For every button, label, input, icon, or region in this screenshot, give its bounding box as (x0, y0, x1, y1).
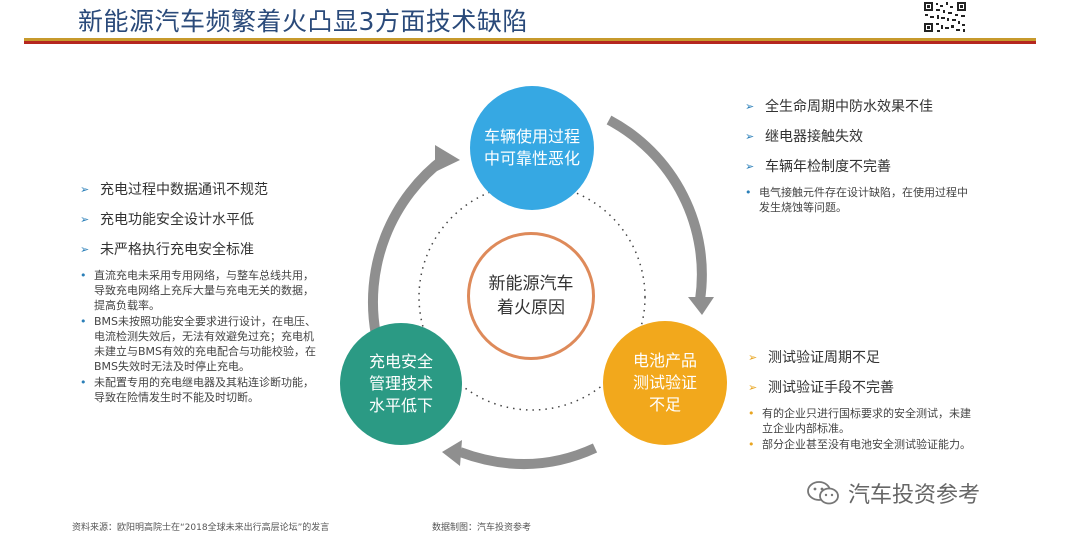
vehicle-node: 车辆使用过程 中可靠性恶化 (470, 86, 594, 210)
list-item-text: 车辆年检制度不完善 (765, 159, 891, 175)
note-text: 电气接触元件存在设计缺陷，在使用过程中发生烧蚀等问题。 (759, 186, 968, 214)
center-node: 新能源汽车 着火原因 (467, 232, 595, 360)
bullet-arrow-icon: ➢ (745, 130, 755, 143)
charging-issues-list: ➢充电过程中数据通讯不规范 ➢充电功能安全设计水平低 ➢未严格执行充电安全标准 … (80, 178, 320, 406)
list-item-text: 充电功能安全设计水平低 (100, 212, 254, 228)
wechat-icon (807, 481, 839, 505)
bullet-dot-icon: • (80, 269, 87, 282)
arrow-charging-to-vehicle (367, 154, 449, 336)
charging-node: 充电安全 管理技术 水平低下 (340, 323, 462, 445)
list-item: ➢ 车辆年检制度不完善 (745, 155, 975, 179)
battery-node-line: 电池产品 (632, 351, 697, 370)
qr-code-icon (922, 0, 968, 34)
charging-node-line: 充电安全 (368, 352, 433, 371)
battery-node: 电池产品 测试验证 不足 (603, 321, 727, 445)
source-note: 资料来源：欧阳明高院士在“2018全球未来出行高层论坛”的发言 (72, 523, 330, 533)
arrow-vehicle-to-battery (606, 115, 707, 301)
vehicle-node-line: 中可靠性恶化 (483, 149, 580, 168)
list-item-text: 测试验证周期不足 (768, 350, 880, 366)
bullet-arrow-icon: ➢ (80, 183, 90, 196)
arrowhead-vehicle (435, 145, 460, 172)
note-item: • 有的企业只进行国标要求的安全测试，未建立企业内部标准。 (748, 406, 978, 436)
battery-node-line: 测试验证 (632, 373, 697, 392)
list-item: ➢ 测试验证手段不完善 (748, 376, 978, 400)
bullet-arrow-icon: ➢ (748, 381, 758, 394)
battery-node-line: 不足 (648, 395, 681, 414)
bullet-arrow-icon: ➢ (80, 243, 90, 256)
bullet-dot-icon: • (80, 376, 87, 389)
note-text: 部分企业甚至没有电池安全测试验证能力。 (762, 438, 971, 451)
note-item: • 未配置专用的充电继电器及其粘连诊断功能，导致在险情发生时不能及时切断。 (80, 375, 320, 405)
watermark-text: 汽车投资参考 (848, 483, 981, 508)
vehicle-node-line: 车辆使用过程 (483, 127, 580, 146)
list-item: ➢ 充电功能安全设计水平低 (80, 208, 320, 232)
bullet-dot-icon: • (748, 407, 755, 420)
center-node-line: 着火原因 (497, 298, 565, 318)
list-item: ➢ 充电过程中数据通讯不规范 (80, 178, 320, 202)
charging-node-line: 水平低下 (368, 396, 433, 415)
dotted-ring (418, 183, 646, 411)
list-item: ➢ 未严格执行充电安全标准 (80, 238, 320, 262)
bullet-arrow-icon: ➢ (745, 100, 755, 113)
watermark: 汽车投资参考 (806, 477, 980, 509)
list-item-text: 未严格执行充电安全标准 (100, 242, 254, 258)
list-item-text: 充电过程中数据通讯不规范 (100, 182, 268, 198)
note-item: • 部分企业甚至没有电池安全测试验证能力。 (748, 437, 978, 452)
note-text: 直流充电未采用专用网络，与整车总线共用，导致充电网络上充斥大量与充电无关的数据，… (94, 269, 314, 312)
bullet-arrow-icon: ➢ (748, 351, 758, 364)
arrow-battery-to-charging (458, 443, 598, 469)
list-item-text: 全生命周期中防水效果不佳 (765, 99, 933, 115)
list-item: ➢ 测试验证周期不足 (748, 346, 978, 370)
note-item: • BMS未按照功能安全要求进行设计，在电压、电流检测失效后，无法有效避免过充；充… (80, 314, 320, 374)
note-item: • 电气接触元件存在设计缺陷，在使用过程中发生烧蚀等问题。 (745, 185, 975, 215)
list-item: ➢ 全生命周期中防水效果不佳 (745, 95, 975, 119)
chart-credit: 数据制图：汽车投资参考 (432, 523, 532, 533)
header-rule-red (24, 41, 1036, 44)
list-item-text: 继电器接触失效 (765, 129, 863, 145)
charging-node-line: 管理技术 (368, 374, 433, 393)
bullet-arrow-icon: ➢ (80, 213, 90, 226)
bullet-dot-icon: • (80, 315, 87, 328)
center-node-line: 新能源汽车 (488, 274, 574, 294)
arrowhead-battery (688, 297, 714, 315)
note-text: BMS未按照功能安全要求进行设计，在电压、电流检测失效后，无法有效避免过充；充电… (94, 315, 317, 373)
page-title: 新能源汽车频繁着火凸显3方面技术缺陷 (78, 7, 528, 36)
header-rule-gold (24, 38, 1036, 41)
bullet-arrow-icon: ➢ (745, 160, 755, 173)
list-item-text: 测试验证手段不完善 (768, 380, 894, 396)
vehicle-issues-list: ➢ 全生命周期中防水效果不佳 ➢ 继电器接触失效 ➢ 车辆年检制度不完善 • 电气接触元… (745, 95, 975, 216)
bullet-dot-icon: • (745, 186, 752, 199)
note-item: • 直流充电未采用专用网络，与整车总线共用，导致充电网络上充斥大量与充电无关的数据… (80, 268, 320, 313)
note-text: 未配置专用的充电继电器及其粘连诊断功能，导致在险情发生时不能及时切断。 (94, 376, 314, 404)
bullet-dot-icon: • (748, 438, 755, 451)
note-text: 有的企业只进行国标要求的安全测试，未建立企业内部标准。 (762, 407, 971, 435)
list-item: ➢ 继电器接触失效 (745, 125, 975, 149)
battery-issues-list: ➢ 测试验证周期不足 ➢ 测试验证手段不完善 • 有的企业只进行国标要求的安全测试，未… (748, 346, 978, 453)
arrowhead-charging (442, 440, 462, 466)
